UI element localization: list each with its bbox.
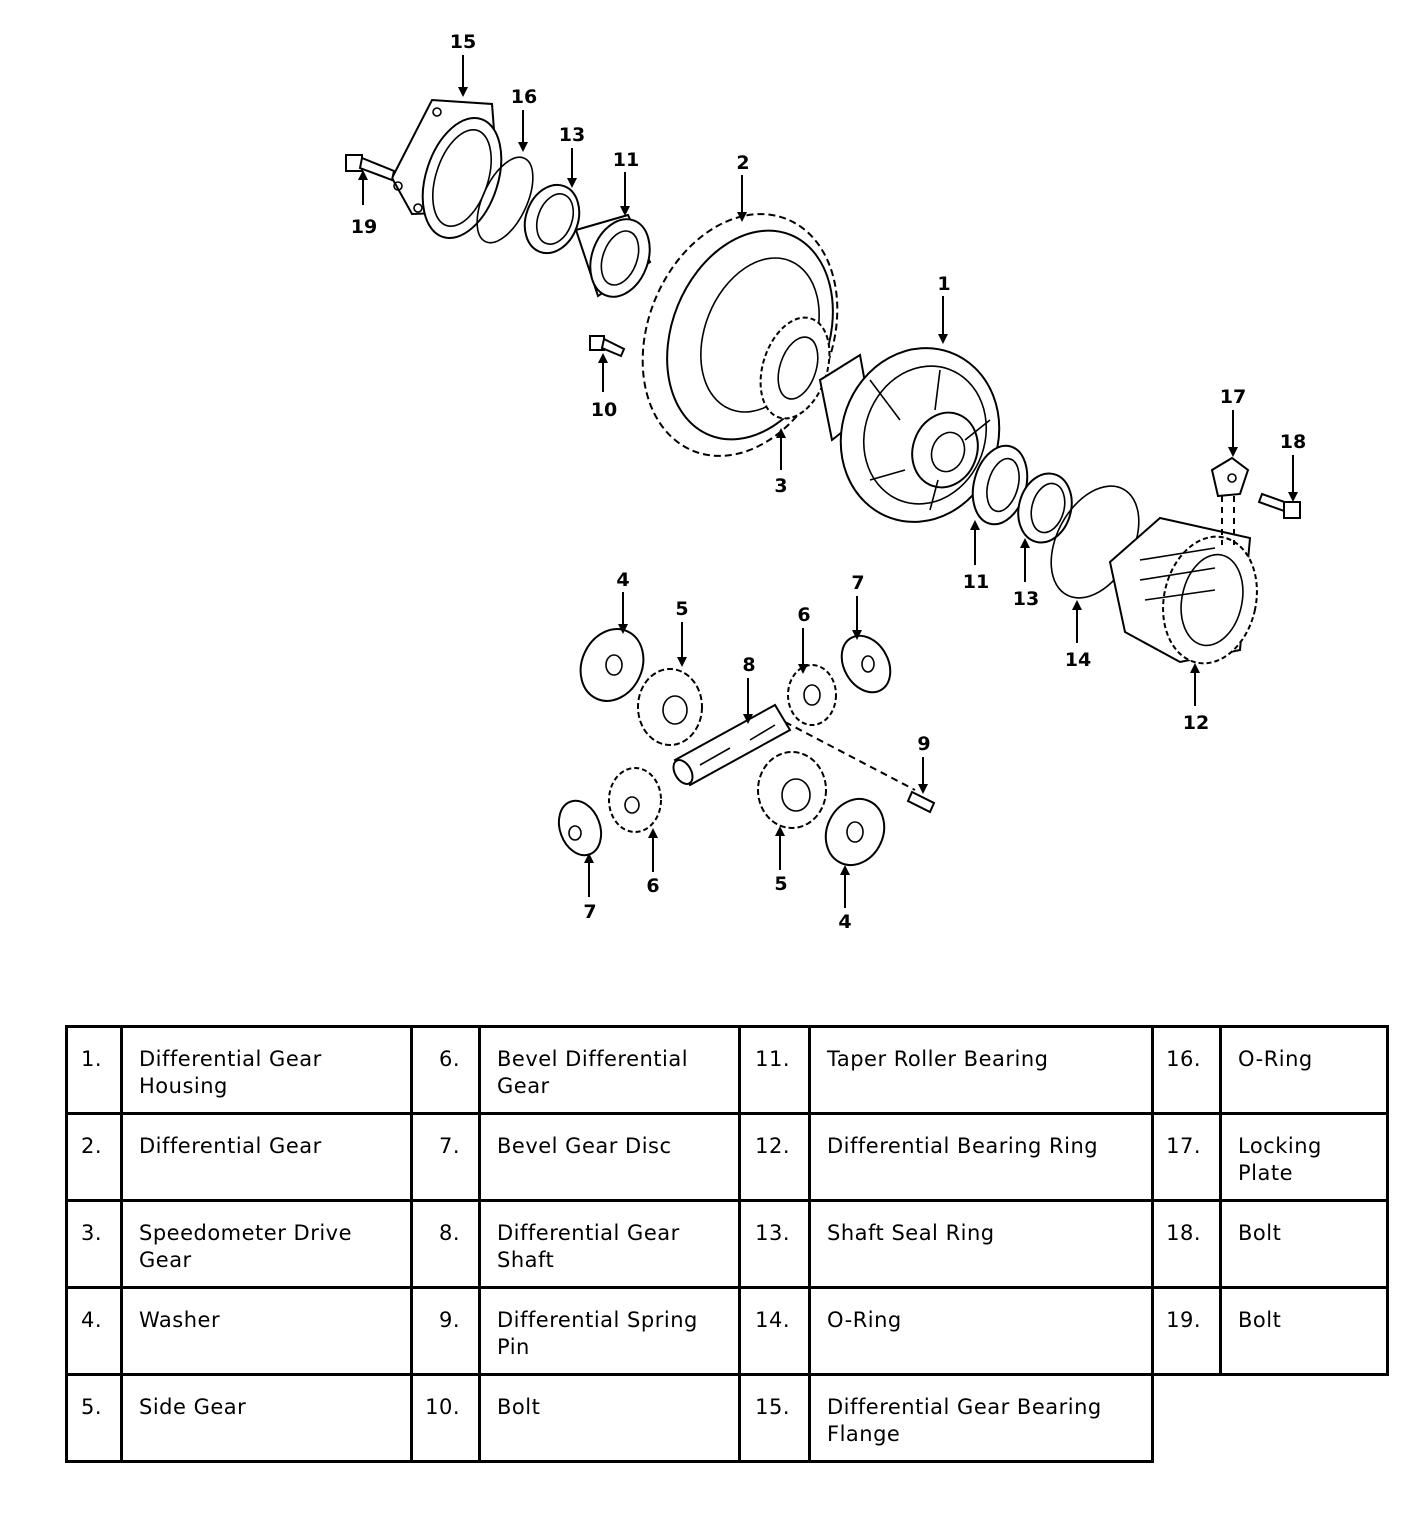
- callout-18: 18: [1280, 431, 1306, 453]
- legend-item-number: 11.: [738, 1025, 811, 1115]
- legend-item-label: Differential Gear: [120, 1112, 413, 1202]
- callout-12: 12: [1183, 712, 1209, 734]
- bolt-10-part: [589, 335, 626, 358]
- side-gear-5-lower-part: [757, 751, 827, 829]
- differential-bearing-ring-part: [1108, 516, 1258, 665]
- callout-4-top: 4: [616, 569, 629, 591]
- callout-6-bottom: 6: [646, 875, 659, 897]
- callout-11-top: 11: [613, 149, 639, 171]
- legend-item-number: 5.: [65, 1373, 123, 1463]
- legend-item-number: 13.: [738, 1199, 811, 1289]
- side-gear-5-upper-part: [637, 668, 703, 746]
- legend-item-number: 17.: [1151, 1112, 1222, 1202]
- legend-item-number: 10.: [410, 1373, 481, 1463]
- bearing-flange-part: [390, 98, 503, 240]
- legend-item-number: 8.: [410, 1199, 481, 1289]
- legend-item-number: 16.: [1151, 1025, 1222, 1115]
- callout-2: 2: [736, 152, 749, 174]
- legend-item-number: 1.: [65, 1025, 123, 1115]
- bevel-gear-6-upper-part: [787, 664, 837, 726]
- legend-item-label: Bolt: [1219, 1199, 1389, 1289]
- legend-item-label: Shaft Seal Ring: [808, 1199, 1154, 1289]
- callout-16: 16: [511, 86, 537, 108]
- bevel-gear-disc-7-lower-part: [557, 799, 603, 857]
- callout-6-top: 6: [797, 604, 810, 626]
- legend-item-label: Bevel Differential Gear: [478, 1025, 741, 1115]
- washer-4-right-part: [824, 797, 886, 867]
- legend-item-number: 3.: [65, 1199, 123, 1289]
- callout-7-bottom: 7: [583, 901, 596, 923]
- legend-item-label: Speedometer Drive Gear: [120, 1199, 413, 1289]
- callout-13-right: 13: [1013, 588, 1039, 610]
- legend-item-label: Washer: [120, 1286, 413, 1376]
- legend-item-label: Differential Gear Shaft: [478, 1199, 741, 1289]
- callout-7-top: 7: [851, 572, 864, 594]
- legend-item-label: Locking Plate: [1219, 1112, 1389, 1202]
- callout-8: 8: [742, 654, 755, 676]
- legend-item-number: 9.: [410, 1286, 481, 1376]
- callout-14: 14: [1065, 649, 1091, 671]
- legend-item-number: 7.: [410, 1112, 481, 1202]
- o-ring-16-part: [476, 156, 534, 244]
- legend-item-label: O-Ring: [808, 1286, 1154, 1376]
- legend-item-label: O-Ring: [1219, 1025, 1389, 1115]
- legend-item-label: Differential Bearing Ring: [808, 1112, 1154, 1202]
- legend-item-number: 4.: [65, 1286, 123, 1376]
- callout-9: 9: [917, 733, 930, 755]
- callout-11-right: 11: [963, 571, 989, 593]
- legend-item-number: 6.: [410, 1025, 481, 1115]
- bolt-18-part: [1257, 492, 1301, 519]
- legend-item-number: 15.: [738, 1373, 811, 1463]
- callout-10: 10: [591, 399, 617, 421]
- gear-shaft-8-part: [672, 703, 792, 787]
- legend-item-label: Side Gear: [120, 1373, 413, 1463]
- callout-4-bottom: 4: [838, 911, 851, 933]
- legend-item-number: 14.: [738, 1286, 811, 1376]
- legend-item-number: 18.: [1151, 1199, 1222, 1289]
- exploded-view-diagram: 15 16 13 11 2 19 1 10 3 11 13 14 12 17 1…: [345, 31, 1306, 933]
- spring-pin-9-part: [906, 790, 936, 814]
- legend-item-label: Differential Gear Bearing Flange: [808, 1373, 1154, 1463]
- locking-plate-part: [1210, 456, 1250, 498]
- shaft-seal-ring-13-right-part: [1017, 472, 1073, 544]
- callout-15: 15: [450, 31, 476, 53]
- legend-item-label: Bolt: [478, 1373, 741, 1463]
- callout-5-bottom: 5: [774, 873, 787, 895]
- shaft-seal-ring-13-top-part: [523, 183, 581, 255]
- legend-empty-cell: [1221, 1375, 1388, 1462]
- legend-empty-cell: [1153, 1375, 1221, 1462]
- legend-item-label: Taper Roller Bearing: [808, 1025, 1154, 1115]
- legend-item-label: Differential Gear Housing: [120, 1025, 413, 1115]
- callout-13-top: 13: [559, 124, 585, 146]
- bevel-gear-6-lower-part: [608, 767, 662, 833]
- callout-1: 1: [937, 273, 950, 295]
- legend-item-number: 19.: [1151, 1286, 1222, 1376]
- callout-19: 19: [351, 216, 377, 238]
- callout-5-top: 5: [675, 598, 688, 620]
- legend-item-label: Differential Spring Pin: [478, 1286, 741, 1376]
- differential-gear-housing-part: [818, 347, 1001, 523]
- legend-item-number: 2.: [65, 1112, 123, 1202]
- legend-item-label: Bevel Gear Disc: [478, 1112, 741, 1202]
- callout-3: 3: [774, 475, 787, 497]
- leader-lines: [358, 55, 1298, 908]
- legend-item-number: 12.: [738, 1112, 811, 1202]
- bevel-gear-disc-7-upper-part: [840, 634, 892, 694]
- taper-roller-bearing-11-top-part: [574, 213, 652, 298]
- bolt-19-part: [345, 154, 396, 182]
- legend-item-label: Bolt: [1219, 1286, 1389, 1376]
- callout-17: 17: [1220, 386, 1246, 408]
